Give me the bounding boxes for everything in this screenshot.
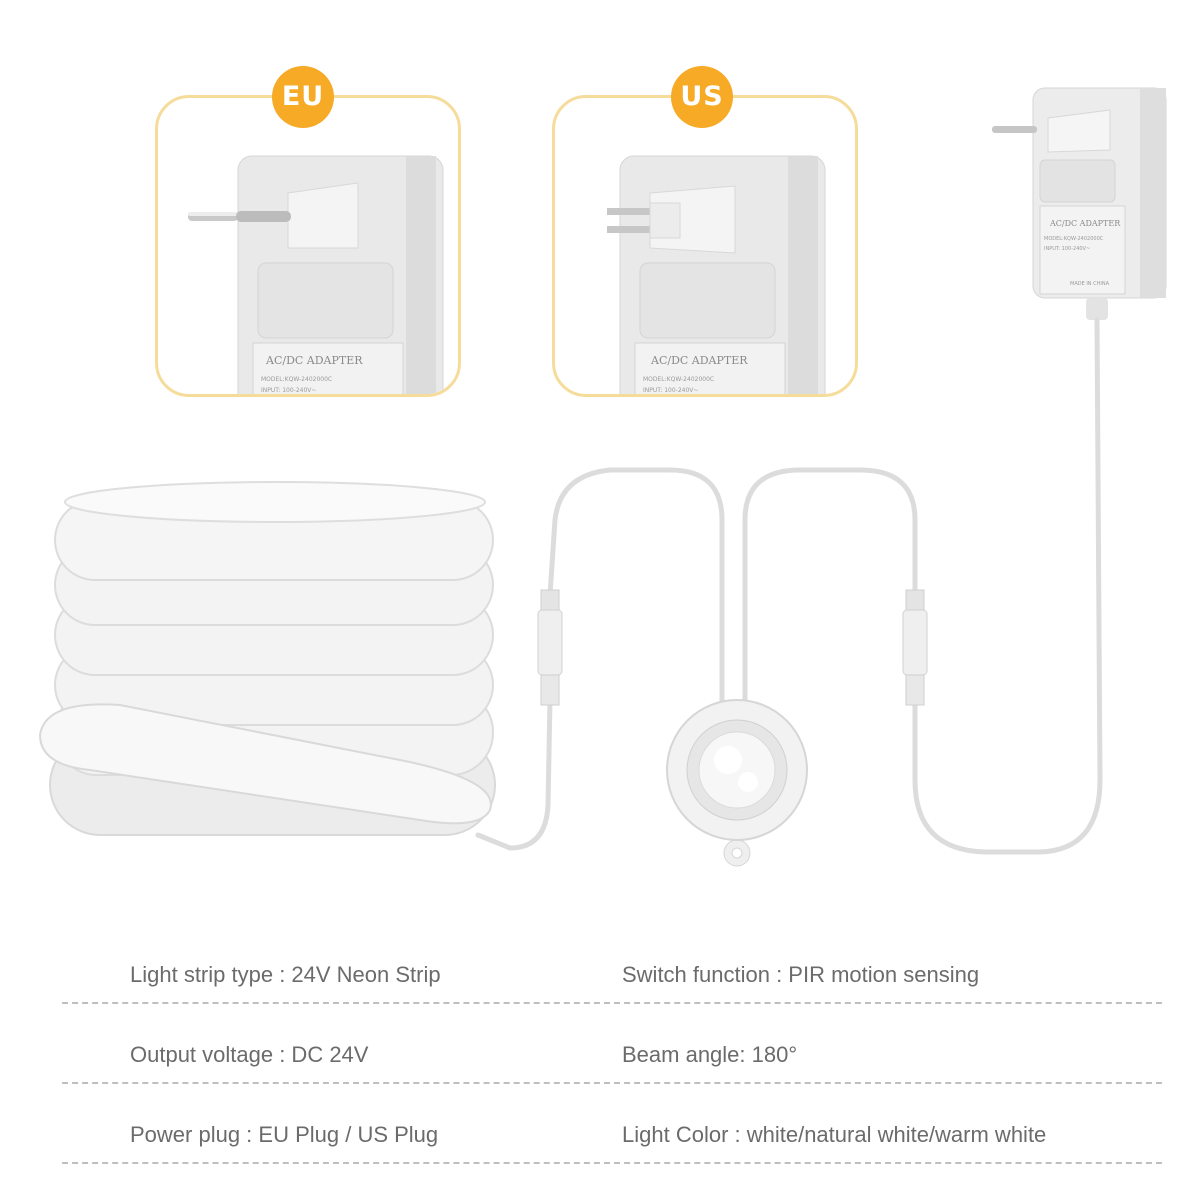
us-adapter-model: MODEL:KQW-2402000C — [643, 376, 714, 383]
us-adapter-icon: AC/DC ADAPTER MODEL:KQW-2402000C INPUT: … — [607, 155, 826, 394]
main-adapter-made: MADE IN CHINA — [1070, 281, 1110, 287]
spec-output-voltage: Output voltage : DC 24V — [130, 1042, 369, 1067]
us-plug-panel: AC/DC ADAPTER MODEL:KQW-2402000C INPUT: … — [552, 95, 858, 397]
eu-plug-panel: AC/DC ADAPTER MODEL:KQW-2402000C INPUT: … — [155, 95, 461, 397]
main-adapter-model: MODEL:KQW-2402000C — [1044, 236, 1104, 242]
main-adapter-label: AC/DC ADAPTER — [1049, 219, 1121, 228]
us-adapter-input: INPUT: 100-240V~ — [643, 387, 698, 394]
spec-switch-function: Switch function : PIR motion sensing — [622, 962, 980, 987]
dc-connector-right — [902, 589, 928, 706]
spec-row: Light strip type : 24V Neon Strip Switch… — [62, 930, 1162, 1004]
eu-adapter-icon: AC/DC ADAPTER MODEL:KQW-2402000C INPUT: … — [188, 155, 444, 394]
eu-adapter-model: MODEL:KQW-2402000C — [261, 376, 332, 383]
us-badge: US — [671, 66, 733, 128]
dc-connector-left — [537, 589, 563, 706]
us-adapter-label: AC/DC ADAPTER — [650, 354, 748, 367]
pir-sensor-icon — [666, 699, 808, 867]
power-adapter-icon: AC/DC ADAPTER MODEL:KQW-2402000C INPUT: … — [992, 87, 1167, 320]
spec-power-plug: Power plug : EU Plug / US Plug — [130, 1122, 439, 1147]
spec-row: Power plug : EU Plug / US Plug Light Col… — [62, 1084, 1162, 1164]
eu-badge: EU — [272, 66, 334, 128]
spec-strip-type: Light strip type : 24V Neon Strip — [130, 962, 441, 987]
product-scene: AC/DC ADAPTER MODEL:KQW-2402000C INPUT: … — [38, 87, 1167, 867]
spec-row: Output voltage : DC 24V Beam angle: 180° — [62, 1004, 1162, 1084]
eu-adapter-label: AC/DC ADAPTER — [265, 354, 363, 367]
spec-beam-angle: Beam angle: 180° — [622, 1042, 798, 1067]
spec-table: Light strip type : 24V Neon Strip Switch… — [62, 930, 1162, 1164]
neon-strip-coil-icon — [38, 481, 496, 836]
main-adapter-input: INPUT: 100-240V~ — [1044, 246, 1090, 252]
eu-adapter-input: INPUT: 100-240V~ — [261, 387, 316, 394]
spec-light-color: Light Color : white/natural white/warm w… — [622, 1122, 1047, 1147]
